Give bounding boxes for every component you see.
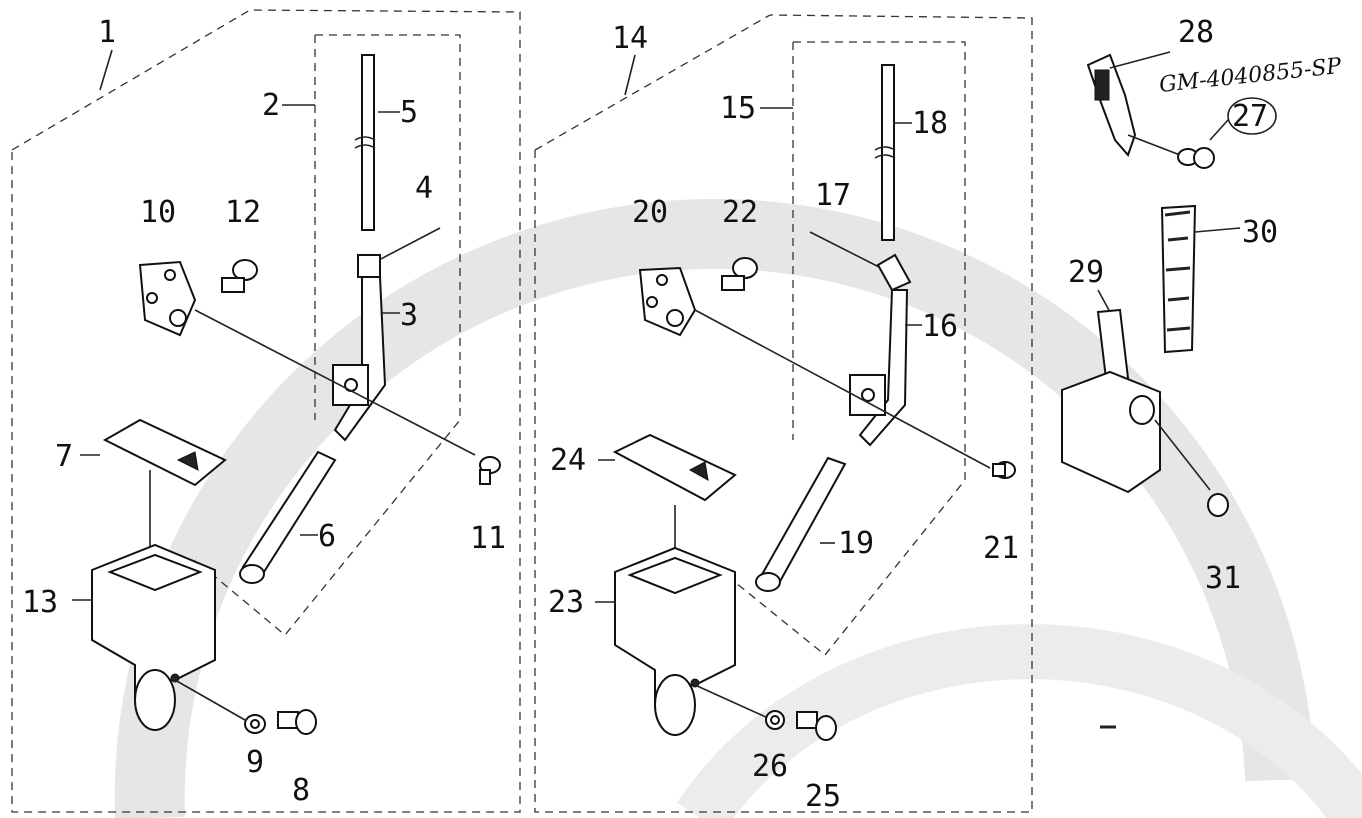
screw-22	[721, 257, 758, 291]
label-16: 16	[922, 309, 958, 344]
lever-16	[849, 253, 922, 447]
rod-5	[354, 54, 400, 231]
label-18: 18	[912, 106, 948, 141]
screw-21	[992, 461, 1016, 479]
label-31: 31	[1205, 561, 1241, 596]
label-20: 20	[632, 195, 668, 230]
rod-18	[874, 64, 912, 241]
label-23: 23	[548, 585, 584, 620]
label-13: 13	[22, 585, 58, 620]
label-21: 21	[983, 531, 1019, 566]
label-1: 1	[98, 15, 116, 50]
pin-4	[374, 227, 441, 263]
felt-pad-30	[1160, 204, 1241, 354]
clip-28	[1086, 51, 1181, 157]
label-7: 7	[55, 439, 73, 474]
screw-25	[796, 711, 837, 741]
washer-26	[765, 710, 785, 730]
label-10: 10	[140, 195, 176, 230]
tube-6	[239, 450, 337, 584]
label-4: 4	[415, 171, 433, 206]
label-14: 14	[612, 21, 648, 56]
screw-8	[277, 709, 317, 735]
label-30: 30	[1242, 215, 1278, 250]
housing-13	[72, 543, 246, 731]
label-28: 28	[1178, 15, 1214, 50]
label-25: 25	[805, 779, 841, 814]
label-19: 19	[838, 526, 874, 561]
group-1-outline	[11, 9, 521, 813]
housing-29	[1061, 289, 1211, 494]
label-12: 12	[225, 195, 261, 230]
label-17: 17	[815, 178, 851, 213]
washer-9	[244, 714, 266, 734]
screw-11	[479, 456, 501, 485]
label-5: 5	[400, 95, 418, 130]
label-27: 27	[1232, 99, 1268, 134]
label-11: 11	[470, 521, 506, 556]
label-2: 2	[262, 88, 280, 123]
circle-27-icon	[1227, 97, 1277, 135]
tube-19	[755, 456, 847, 592]
housing-23	[595, 546, 769, 736]
label-15: 15	[720, 91, 756, 126]
bracket-20	[638, 266, 991, 469]
screw-12	[221, 259, 258, 293]
screw-27	[1177, 119, 1229, 169]
lever-3	[332, 254, 400, 442]
plug-31	[1207, 493, 1229, 517]
bracket-10	[138, 260, 476, 456]
pin-17	[809, 231, 886, 271]
label-3: 3	[400, 298, 418, 333]
label-24: 24	[550, 443, 586, 478]
handwritten-part-note: GM-4040855-SP	[1158, 54, 1344, 98]
cover-24	[598, 433, 737, 585]
label-8: 8	[292, 773, 310, 808]
label-6: 6	[318, 519, 336, 554]
group-14-outline	[534, 14, 1033, 813]
label-26: 26	[752, 749, 788, 784]
cover-7	[80, 418, 227, 565]
label-9: 9	[246, 745, 264, 780]
label-29: 29	[1068, 255, 1104, 290]
watermark-arcs	[114, 198, 1362, 818]
label-22: 22	[722, 195, 758, 230]
